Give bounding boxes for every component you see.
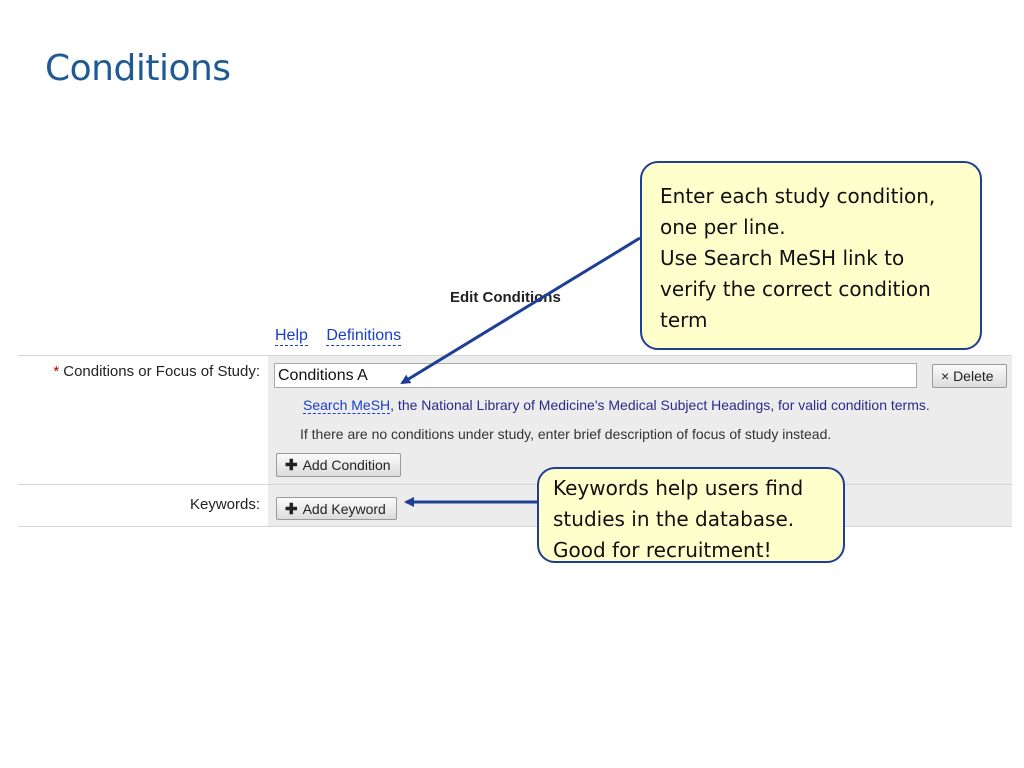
- plus-icon: ✚: [285, 500, 298, 518]
- conditions-label-text: Conditions or Focus of Study:: [63, 363, 260, 380]
- mesh-hint-text: , the National Library of Medicine's Med…: [390, 397, 930, 413]
- delete-button[interactable]: × Delete: [932, 364, 1007, 388]
- add-condition-label: Add Condition: [302, 457, 391, 473]
- search-mesh-link[interactable]: Search MeSH: [303, 397, 391, 414]
- callout-line: Good for recruitment!: [553, 538, 772, 562]
- conditions-label: *Conditions or Focus of Study:: [20, 363, 260, 380]
- callout-line: studies in the database.: [553, 507, 795, 531]
- callout-line: Enter each study condition,: [660, 184, 936, 208]
- callout-line: verify the correct condition: [660, 277, 931, 301]
- condition-input[interactable]: [274, 363, 917, 388]
- mesh-hint: Search MeSH, the National Library of Med…: [303, 397, 930, 414]
- add-keyword-button[interactable]: ✚ Add Keyword: [276, 497, 397, 520]
- definitions-link[interactable]: Definitions: [326, 327, 402, 346]
- row-divider: [18, 484, 1012, 485]
- add-keyword-label: Add Keyword: [302, 500, 386, 517]
- required-marker: *: [53, 363, 60, 380]
- slide-title: Conditions: [45, 48, 231, 89]
- plus-icon: ✚: [285, 457, 298, 474]
- conditions-callout: Enter each study condition, one per line…: [640, 161, 982, 350]
- help-link[interactable]: Help: [275, 327, 308, 346]
- row-divider: [18, 355, 1012, 356]
- keywords-callout: Keywords help users find studies in the …: [537, 467, 845, 563]
- help-links: Help Definitions: [275, 327, 415, 346]
- callout-line: one per line.: [660, 215, 786, 239]
- conditions-arrow: [400, 236, 641, 385]
- row-divider: [18, 526, 1012, 527]
- callout-line: Use Search MeSH link to: [660, 246, 905, 270]
- add-condition-button[interactable]: ✚ Add Condition: [276, 453, 401, 477]
- no-conditions-hint: If there are no conditions under study, …: [300, 426, 832, 442]
- keywords-label: Keywords:: [189, 496, 260, 513]
- callout-line: Keywords help users find: [553, 476, 804, 500]
- callout-line: term: [660, 308, 708, 332]
